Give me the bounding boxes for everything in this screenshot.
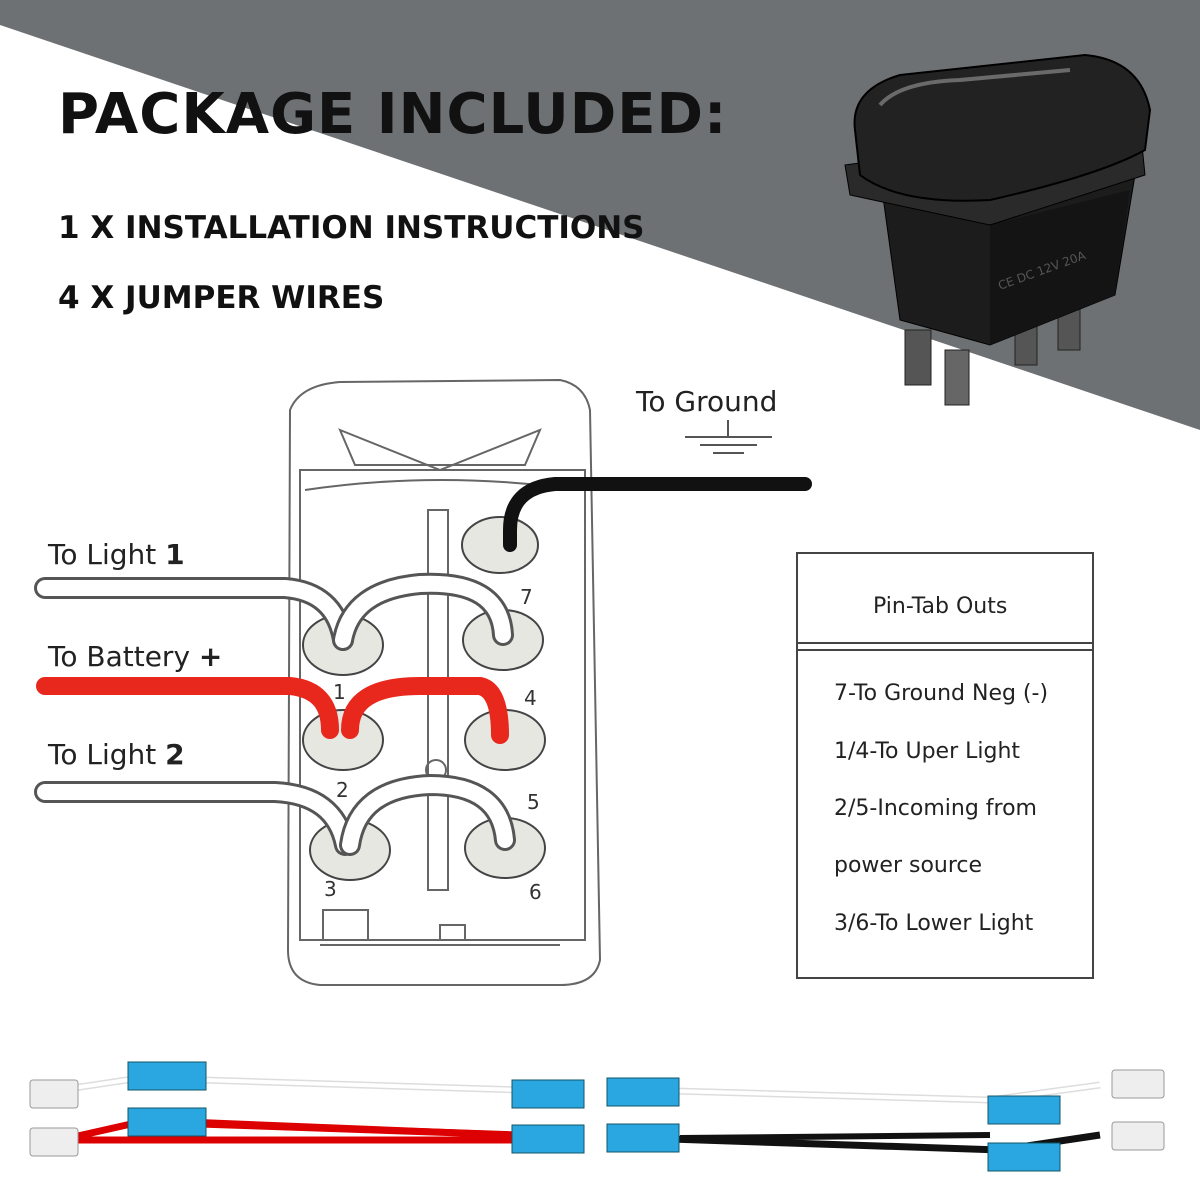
pin-number-4: 4 <box>524 686 537 710</box>
wires <box>34 477 812 856</box>
pin-number-6: 6 <box>529 880 542 904</box>
light1-number: 1 <box>165 538 185 571</box>
battery-label: To Battery + <box>48 640 222 673</box>
pin-table-row-2: 1/4-To Uper Light <box>834 739 1021 764</box>
ground-label: To Ground <box>636 385 778 418</box>
pin-number-2: 2 <box>336 778 349 802</box>
pin-table-box <box>796 552 1094 979</box>
light2-number: 2 <box>165 738 185 771</box>
battery-label-text: To Battery <box>48 640 191 673</box>
pin-table-row-5: 3/6-To Lower Light <box>834 911 1034 936</box>
pin-number-7: 7 <box>520 585 533 609</box>
package-title: PACKAGE INCLUDED: <box>58 82 728 147</box>
light1-label-text: To Light <box>48 538 157 571</box>
package-item-instructions: 1 X INSTALLATION INSTRUCTIONS <box>58 210 645 246</box>
package-item-jumper-wires: 4 X JUMPER WIRES <box>58 280 385 316</box>
pin-number-3: 3 <box>324 877 337 901</box>
jumper-wires-illustration <box>29 1061 1165 1172</box>
light2-label-text: To Light <box>48 738 157 771</box>
light1-label: To Light 1 <box>48 538 185 571</box>
ground-symbol-icon <box>685 420 772 454</box>
pin-table-row-3: 2/5-Incoming from <box>834 796 1037 821</box>
rocker-switch-product-icon: CE DC 12V 20A <box>844 53 1152 406</box>
light2-label: To Light 2 <box>48 738 185 771</box>
pin-number-1: 1 <box>333 680 346 704</box>
battery-sign: + <box>198 640 223 673</box>
pin-table-row-1: 7-To Ground Neg (-) <box>834 681 1049 706</box>
pin-table-title: Pin-Tab Outs <box>873 594 1008 619</box>
pin-table-row-4: power source <box>834 853 983 878</box>
pin-number-5: 5 <box>527 790 540 814</box>
